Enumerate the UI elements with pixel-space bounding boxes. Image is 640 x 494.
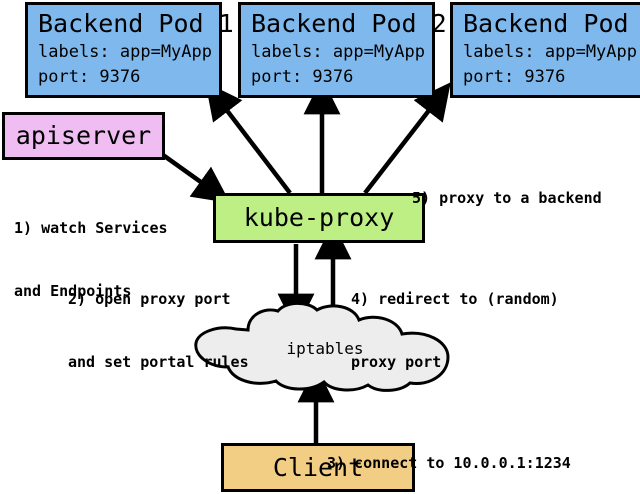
pod-2-title: Backend Pod 2 [251, 9, 447, 38]
annotation-step-4-line-2: proxy port [351, 353, 442, 371]
annotation-step-3: 3) connect to 10.0.0.1:1234 [327, 411, 571, 494]
pod-3-title: Backend Pod 3 [463, 9, 640, 38]
annotation-step-2: 2) open proxy port and set portal rules [68, 247, 249, 415]
node-apiserver[interactable]: apiserver [2, 112, 165, 160]
annotation-step-2-line-1: 2) open proxy port [68, 290, 231, 308]
kube-proxy-label: kube-proxy [243, 203, 395, 232]
node-backend-pod-1[interactable]: Backend Pod 1 labels: app=MyApp port: 93… [25, 2, 234, 98]
annotation-step-2-line-2: and set portal rules [68, 353, 249, 371]
annotation-step-1-line-2: and Endpoints [14, 282, 132, 300]
pod-2-port: port: 9376 [251, 67, 354, 87]
edge-apiserver-to-kubeproxy [161, 153, 231, 204]
edge-kubeproxy-to-pod3 [363, 82, 451, 195]
edge-kubeproxy-to-pod1 [205, 82, 292, 195]
node-kube-proxy[interactable]: kube-proxy [213, 193, 425, 243]
node-iptables-cloud[interactable]: iptables [186, 301, 464, 393]
client-label: Client [272, 452, 364, 482]
annotation-step-5: 5) proxy to a backend [412, 146, 602, 251]
annotation-step-3-line-1: 3) connect to 10.0.0.1:1234 [327, 454, 571, 472]
annotation-step-1: 1) watch Services and Endpoints [14, 176, 168, 344]
iptables-label: iptables [286, 339, 364, 358]
annotation-step-5-line-1: 5) proxy to a backend [412, 189, 602, 207]
node-client[interactable]: Client [221, 443, 415, 492]
pod-1-title: Backend Pod 1 [38, 9, 234, 38]
node-backend-pod-2[interactable]: Backend Pod 2 labels: app=MyApp port: 93… [238, 2, 447, 98]
apiserver-label: apiserver [15, 121, 152, 150]
node-backend-pod-3[interactable]: Backend Pod 3 labels: app=MyApp port: 93… [450, 2, 640, 98]
annotation-step-4-line-1: 4) redirect to (random) [351, 290, 559, 308]
pod-3-labels: labels: app=MyApp [463, 42, 637, 62]
pod-1-port: port: 9376 [38, 67, 141, 87]
cloud-shape [194, 301, 450, 392]
pod-3-port: port: 9376 [463, 67, 566, 87]
pod-2-labels: labels: app=MyApp [251, 42, 425, 62]
annotation-step-1-line-1: 1) watch Services [14, 219, 168, 237]
annotation-step-4: 4) redirect to (random) proxy port [351, 247, 559, 415]
pod-1-labels: labels: app=MyApp [38, 42, 212, 62]
